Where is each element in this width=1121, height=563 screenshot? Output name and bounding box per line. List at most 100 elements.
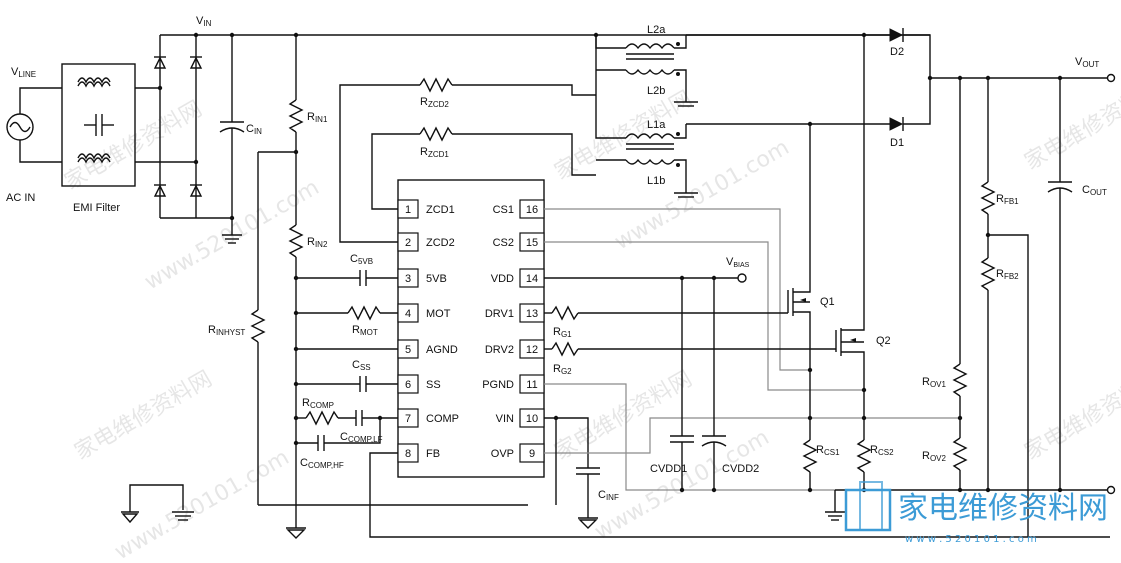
pin-name: VIN [496,413,514,425]
site-logo: 家电维修资料网 w w w . 5 2 0 1 0 1 . c o m [844,481,1108,545]
cs1-wire [544,208,810,371]
pin-number: 14 [526,273,538,285]
rg2-resistor [544,341,836,357]
watermark-text: 家电维修资料网 [61,97,207,196]
vin-pin-wire [544,415,600,529]
cin-capacitor [219,32,245,244]
pin-number: 10 [526,413,538,425]
pin-number: 16 [526,204,538,216]
cinf-label: CINF [598,489,619,502]
css-capacitor [293,376,398,392]
watermark-text: 家电维修资料网 [71,367,217,466]
rfb2-label: RFB2 [996,268,1019,281]
comp-network [293,410,398,451]
ic-pin: 5 AGND [397,339,458,359]
pin-name: SS [426,379,441,391]
rzcd2-resistor [339,77,596,243]
ac-source [6,87,62,163]
agnd-wire [293,346,398,352]
q1-label: Q1 [820,296,835,308]
ic-pin: 8 FB [397,443,440,463]
css-label: CSS [352,359,371,372]
rg1-label: RG1 [553,326,572,339]
vline-label: VLINE [11,66,36,79]
vin-label: VIN [196,15,212,28]
l2a-label: L2a [647,24,666,36]
pin-name: ZCD1 [426,204,455,216]
rin1-label: RIN1 [307,111,328,124]
pin-name: AGND [426,344,458,356]
pin-name: DRV2 [485,344,514,356]
watermark-url: www.520101.com [111,445,294,563]
rzcd1-label: RZCD1 [420,146,449,159]
rzcd2-label: RZCD2 [420,96,449,109]
pin-number: 6 [405,379,411,391]
cin-label: CIN [246,123,262,136]
pin-name: PGND [482,379,514,391]
pin-name: CS2 [493,237,514,249]
q2-label: Q2 [876,335,891,347]
bridge-rectifier [153,32,232,219]
pin-number: 2 [405,237,411,249]
rin-divider [250,32,528,539]
l1b-label: L1b [647,175,665,187]
pin-number: 8 [405,448,411,460]
pin-number: 13 [526,308,538,320]
watermark-url: www.520101.com [611,135,794,255]
pin-name: OVP [491,448,514,460]
c5vb-label: C5VB [350,253,373,266]
pin-name: 5VB [426,273,447,285]
ic-pin: 3 5VB [397,268,447,288]
mosfet-q2 [835,35,867,440]
rmot-resistor [293,305,398,321]
pin-name: FB [426,448,440,460]
rmot-label: RMOT [352,324,378,337]
ic-pin: 6 SS [397,374,441,394]
cvdd2-label: CVDD2 [722,463,759,475]
ic-pin: 12 DRV2 [485,339,545,359]
diode-d2 [861,28,931,78]
emi-filter-block [61,63,196,187]
l1a-label: L1a [647,119,666,131]
pin-name: DRV1 [485,308,514,320]
inductor-l1 [595,35,698,198]
d1-label: D1 [890,137,904,149]
pin-number: 4 [405,308,411,320]
vbias-label: VBIAS [726,256,750,269]
ic-pin: 14 VDD [491,268,545,288]
pin-name: CS1 [493,204,514,216]
rcs1-resistor [802,415,818,490]
cvdd2-capacitor [701,278,727,493]
rov1-label: ROV1 [922,376,947,389]
ic-pin: 1 ZCD1 [397,199,455,219]
pin-number: 5 [405,344,411,356]
ground-symbols [121,484,194,524]
vdd-wire [544,273,747,283]
rzcd1-resistor [371,126,596,210]
ccomplf-label: CCOMP,LF [340,431,383,444]
pin-number: 3 [405,273,411,285]
rcs1-label: RCS1 [816,444,840,457]
pin-name: VDD [491,273,514,285]
emi-filter-label: EMI Filter [73,202,120,214]
pin-number: 12 [526,344,538,356]
pin-number: 1 [405,204,411,216]
ccomphf-label: CCOMP,HF [300,457,344,470]
rov2-label: ROV2 [922,450,947,463]
inductor-l2 [593,32,698,107]
rfb1-label: RFB1 [996,193,1019,206]
ovp-wire [544,417,960,454]
controller-ic [397,179,545,478]
ic-pin: 13 DRV1 [485,303,545,323]
rg1-resistor [544,305,788,321]
watermark-text: 家电维修资料网 [551,367,697,466]
